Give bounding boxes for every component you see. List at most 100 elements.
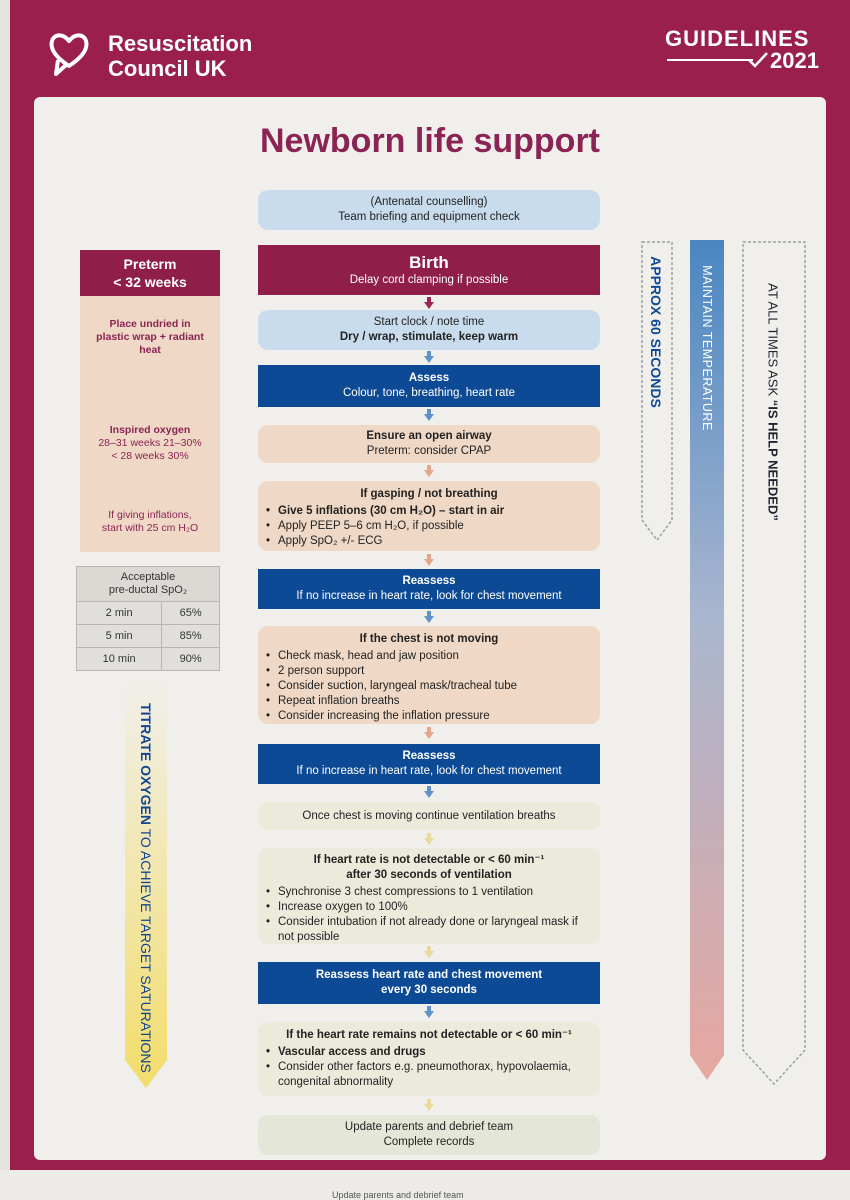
saturation-time: 2 min (75, 601, 163, 625)
help-needed-bold: “IS HELP NEEDED” (765, 399, 781, 521)
update-parents-box: Update parents and debrief team Complete… (258, 1115, 600, 1155)
maintain-temperature-label: MAINTAIN TEMPERATURE (700, 265, 714, 431)
list-item: Consider other factors e.g. pneumothorax… (266, 1060, 594, 1090)
preterm-oxygen-line2: < 28 weeks 30% (111, 450, 189, 462)
down-arrow-icon (424, 297, 434, 309)
airway-box: Ensure an open airway Preterm: consider … (258, 425, 600, 463)
bottom-partial-text: Update parents and debrief team (332, 1190, 464, 1200)
guidelines-title: GUIDELINES (665, 26, 810, 51)
maintain-temperature-arrow (690, 240, 724, 1080)
preterm-oxygen-title: Inspired oxygen (109, 424, 191, 436)
preterm-header: Preterm < 32 weeks (80, 250, 220, 296)
list-item: Synchronise 3 chest compressions to 1 ve… (266, 885, 594, 900)
saturation-time: 5 min (75, 624, 163, 648)
list-item: Consider suction, laryngeal mask/trachea… (266, 679, 594, 694)
list-item: Increase oxygen to 100% (266, 900, 594, 915)
preterm-inflation-line2: start with 25 cm H₂O (101, 522, 199, 534)
help-needed-label: AT ALL TIMES ASK “IS HELP NEEDED” (766, 283, 781, 521)
reassess-title: Reassess (402, 575, 456, 587)
update-line2: Complete records (383, 1136, 475, 1148)
remains-title: If the heart rate remains not detectable… (286, 1029, 572, 1041)
preterm-oxygen: Inspired oxygen 28–31 weeks 21–30% < 28 … (80, 424, 220, 463)
saturation-header-line1: Acceptable (120, 571, 176, 583)
clock-box: Start clock / note time Dry / wrap, stim… (258, 310, 600, 350)
down-arrow-icon (424, 1099, 434, 1111)
heart-speech-icon (49, 33, 89, 76)
guidelines-year: 2021 (770, 48, 819, 73)
list-item: Apply PEEP 5–6 cm H₂O, if possible (266, 519, 594, 534)
remains-list: Vascular access and drugs Consider other… (258, 1045, 600, 1090)
reassess-box-3: Reassess heart rate and chest movement e… (258, 962, 600, 1004)
titrate-oxygen-arrow (125, 680, 167, 1088)
reassess-sub: If no increase in heart rate, look for c… (296, 590, 562, 602)
down-arrow-icon (424, 554, 434, 566)
saturation-value: 85% (161, 624, 220, 648)
screen-edge (0, 0, 10, 1200)
approx-60-seconds-arrow (641, 241, 673, 542)
saturation-table-header: Acceptable pre-ductal SpO₂ (76, 566, 220, 602)
chest-title: If the chest is not moving (359, 633, 499, 645)
airway-title: Ensure an open airway (366, 430, 492, 442)
gasping-list: Give 5 inflations (30 cm H₂O) – start in… (258, 504, 600, 549)
preterm-wrap-text: Place undried in plastic wrap + radiant … (96, 318, 204, 356)
birth-sub: Delay cord clamping if possible (349, 274, 509, 286)
titrate-oxygen-label: TITRATE OXYGEN TO ACHIEVE TARGET SATURAT… (138, 698, 154, 1078)
saturation-time: 10 min (75, 647, 163, 671)
saturation-value: 90% (161, 647, 220, 671)
assess-box: Assess Colour, tone, breathing, heart ra… (258, 365, 600, 407)
preterm-title-line1: Preterm (123, 256, 177, 272)
down-arrow-icon (424, 786, 434, 798)
heart-rate-box: If heart rate is not detectable or < 60 … (258, 848, 600, 944)
clock-line1: Start clock / note time (373, 316, 485, 328)
page-title: Newborn life support (260, 122, 600, 160)
hr-title2: after 30 seconds of ventilation (346, 869, 512, 881)
list-item: Consider intubation if not already done … (266, 915, 594, 945)
update-line1: Update parents and debrief team (344, 1121, 514, 1133)
clock-line2: Dry / wrap, stimulate, keep warm (339, 331, 519, 343)
down-arrow-icon (424, 727, 434, 739)
org-name-line2: Council UK (108, 56, 227, 81)
reassess-box-1: Reassess If no increase in heart rate, l… (258, 569, 600, 609)
approx-60-seconds-label: APPROX 60 SECONDS (648, 256, 664, 408)
birth-title: Birth (409, 253, 449, 272)
continue-text: Once chest is moving continue ventilatio… (302, 810, 556, 822)
birth-box: Birth Delay cord clamping if possible (258, 245, 600, 295)
saturation-table: Acceptable pre-ductal SpO₂ 2 min 65% 5 m… (75, 566, 220, 671)
down-arrow-icon (424, 465, 434, 477)
preterm-inflation-line1: If giving inflations, (108, 509, 192, 521)
list-item: Repeat inflation breaths (266, 694, 594, 709)
gasping-box: If gasping / not breathing Give 5 inflat… (258, 481, 600, 551)
down-arrow-icon (424, 946, 434, 958)
down-arrow-icon (424, 351, 434, 363)
list-item: Vascular access and drugs (266, 1045, 594, 1060)
preterm-oxygen-line1: 28–31 weeks 21–30% (98, 437, 202, 449)
down-arrow-icon (424, 1006, 434, 1018)
antenatal-box: (Antenatal counselling) Team briefing an… (258, 190, 600, 230)
chest-not-moving-box: If the chest is not moving Check mask, h… (258, 626, 600, 724)
checkmark-icon (748, 52, 768, 68)
saturation-header-line2: pre-ductal SpO₂ (108, 584, 188, 596)
list-item: 2 person support (266, 664, 594, 679)
reassess-sub: If no increase in heart rate, look for c… (296, 765, 562, 777)
help-needed-prefix: AT ALL TIMES ASK (765, 283, 781, 400)
table-row: 2 min 65% (75, 601, 220, 625)
down-arrow-icon (424, 409, 434, 421)
assess-title: Assess (408, 372, 450, 384)
reassess-box-2: Reassess If no increase in heart rate, l… (258, 744, 600, 784)
hr-title1: If heart rate is not detectable or < 60 … (313, 854, 545, 866)
preterm-title-line2: < 32 weeks (113, 274, 187, 290)
preterm-panel (80, 296, 220, 552)
bottom-strip: Update parents and debrief team (0, 1170, 850, 1200)
reassess3-line2: every 30 seconds (381, 984, 477, 996)
titrate-oxygen-rest: TO ACHIEVE TARGET SATURATIONS (138, 824, 154, 1073)
down-arrow-icon (424, 611, 434, 623)
list-item: Apply SpO₂ +/- ECG (266, 534, 594, 549)
down-arrow-icon (424, 833, 434, 845)
org-name-line1: Resuscitation (108, 31, 253, 56)
saturation-value: 65% (161, 601, 220, 625)
help-needed-arrow (742, 241, 806, 1086)
antenatal-line2: Team briefing and equipment check (338, 211, 520, 223)
gasping-title: If gasping / not breathing (360, 488, 498, 500)
titrate-oxygen-bold: TITRATE OXYGEN (138, 703, 154, 825)
reassess-title: Reassess (402, 750, 456, 762)
